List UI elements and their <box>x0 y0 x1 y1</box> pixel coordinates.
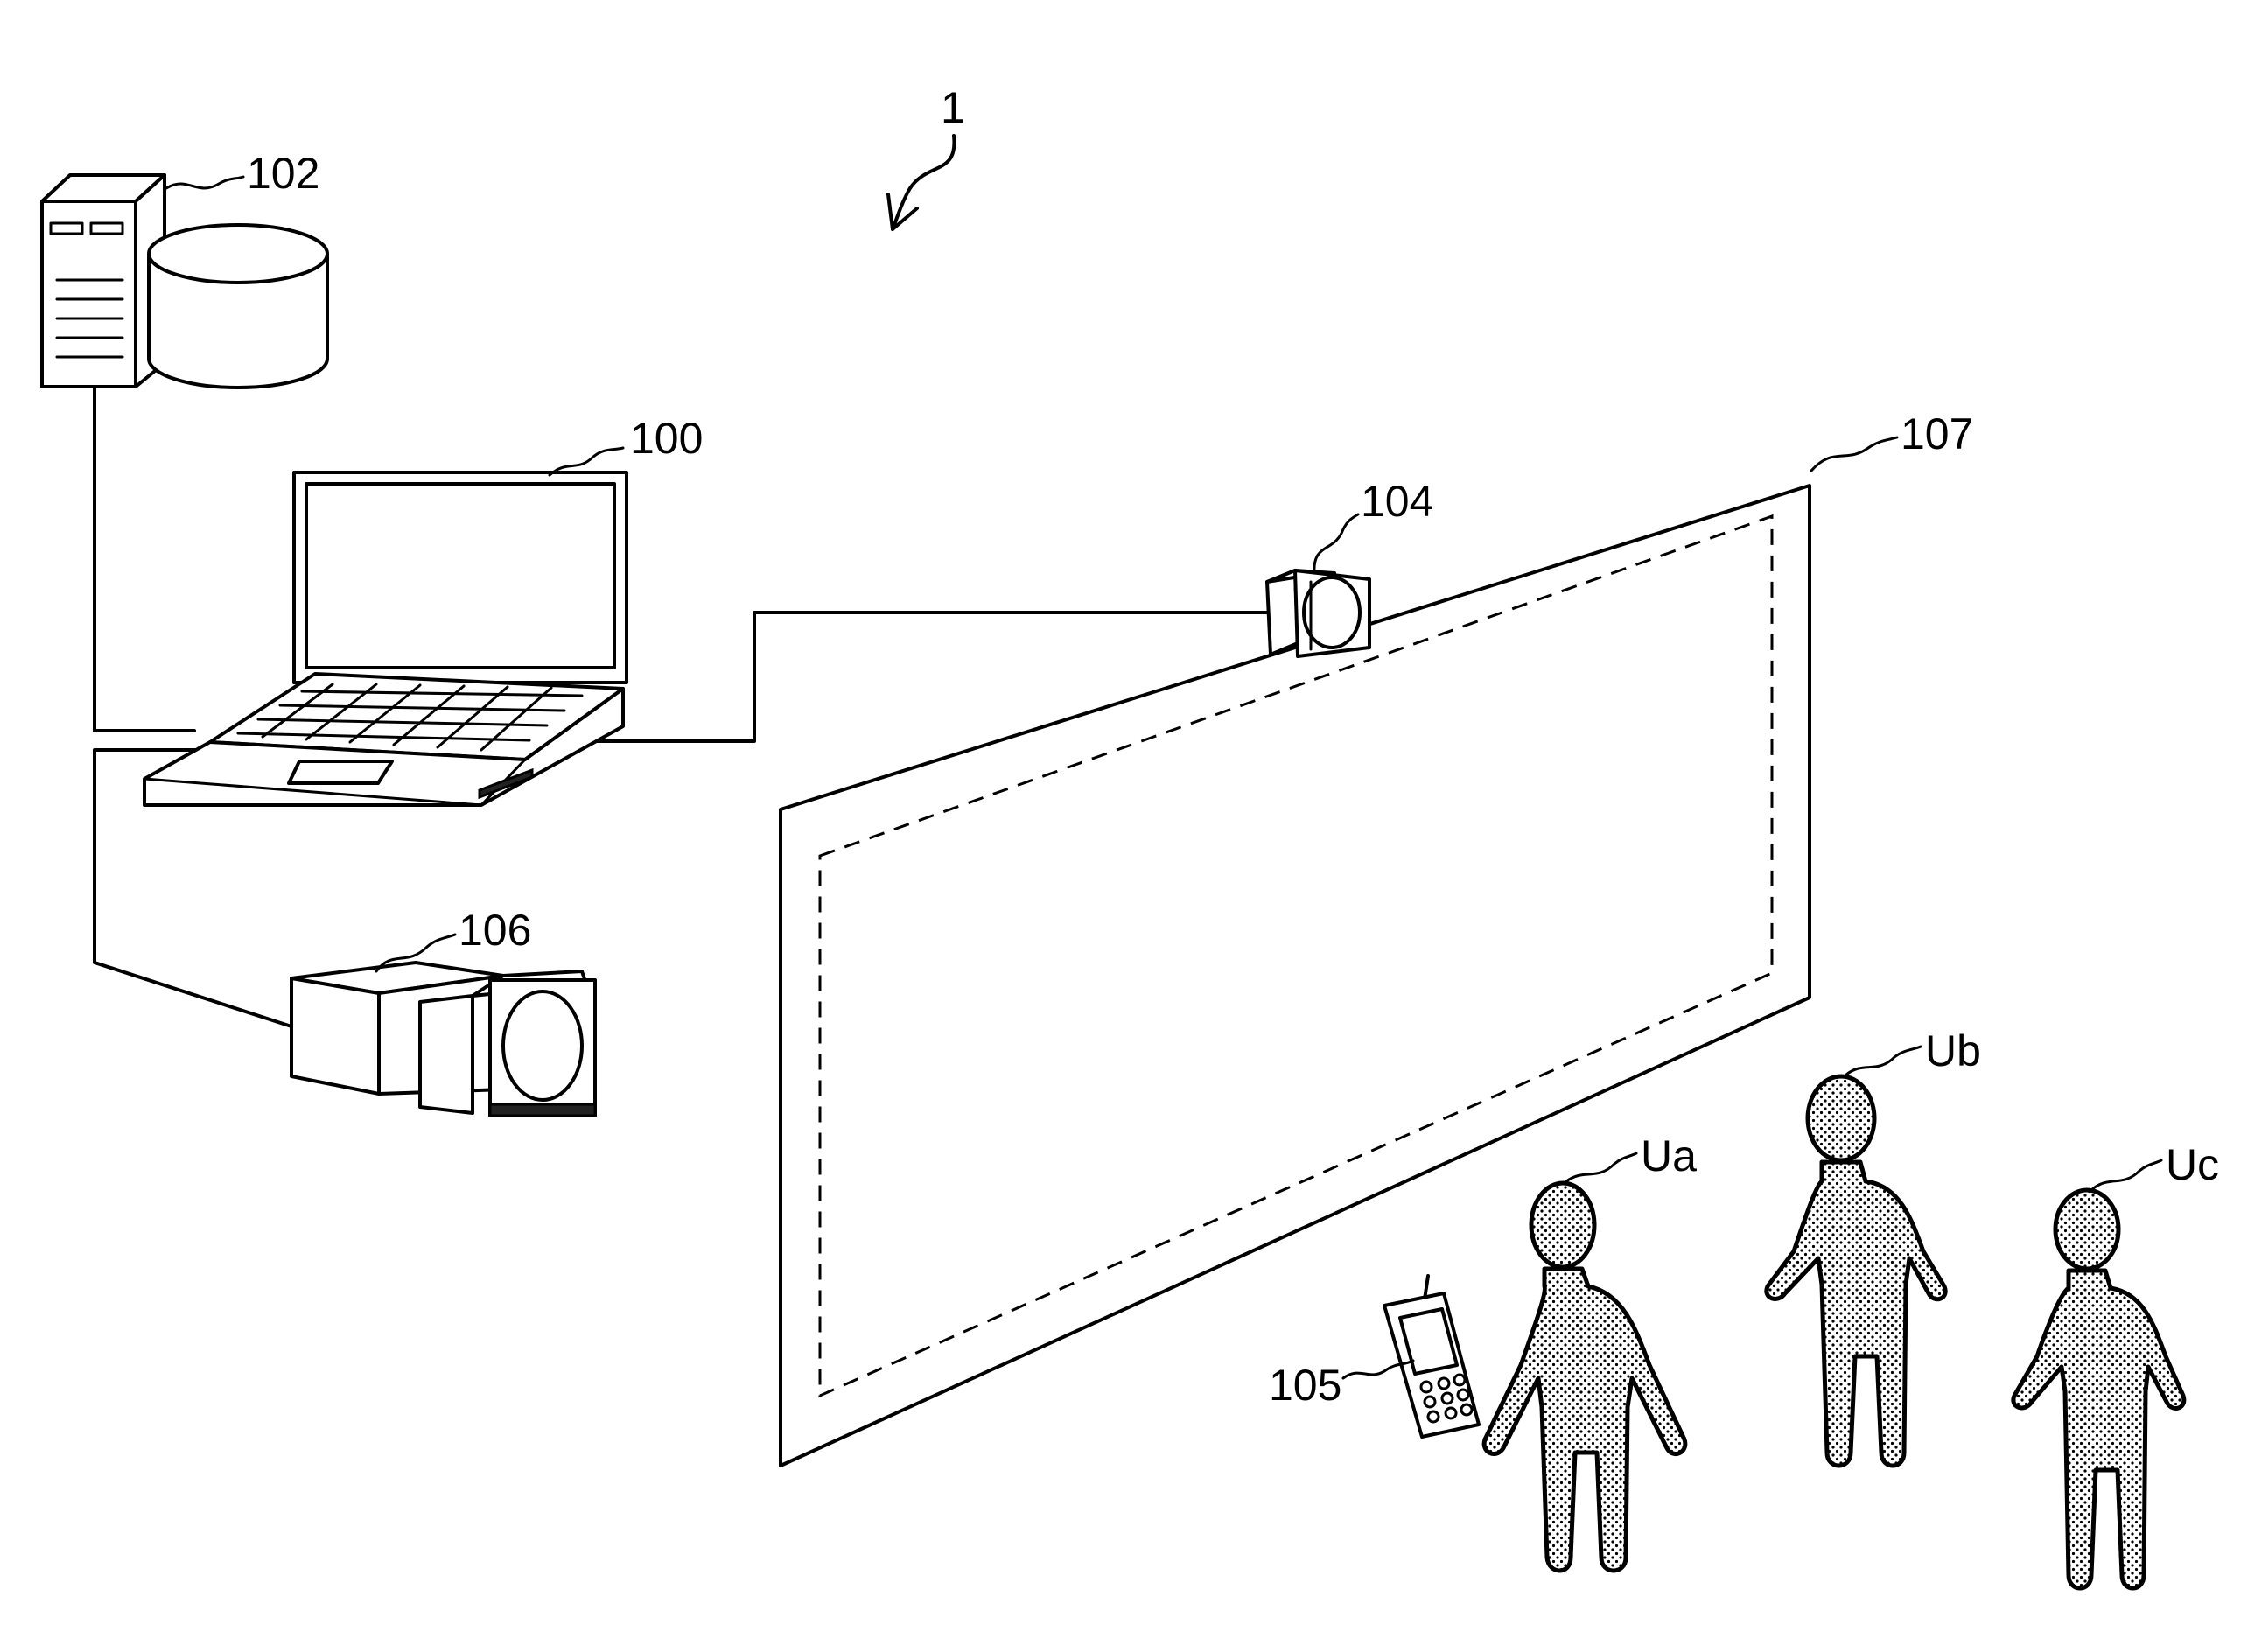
user-c-body <box>2013 1270 2184 1588</box>
phone-label: 105 <box>1269 1361 1341 1410</box>
sensor-camera-side <box>1267 570 1298 654</box>
user-b-label: Ub <box>1925 1026 1981 1075</box>
user-a-body <box>1484 1269 1685 1571</box>
screen-leader-line <box>1811 438 1897 471</box>
user-a-label: Ua <box>1641 1131 1697 1180</box>
mobile-phone: 105 <box>1269 1276 1479 1437</box>
user-b-head <box>1808 1076 1874 1160</box>
server-leader-line <box>166 177 243 188</box>
system-reference: 1 <box>888 83 965 229</box>
system-label: 1 <box>941 83 965 132</box>
projector-lens-housing <box>420 996 473 1113</box>
projector-lens-base <box>490 1104 595 1116</box>
user-c-label: Uc <box>2166 1140 2219 1189</box>
user-a-figure: Ua <box>1484 1131 1697 1571</box>
laptop-screen <box>306 484 614 668</box>
screen-label: 107 <box>1901 410 1973 458</box>
user-b-body <box>1767 1162 1945 1466</box>
user-a-head <box>1531 1183 1594 1267</box>
wire-server-laptop <box>95 387 194 731</box>
user-a-leader-line <box>1566 1153 1636 1181</box>
projection-screen: 107 <box>781 410 1973 1466</box>
sensor-camera-label: 104 <box>1361 477 1433 526</box>
system-arrow <box>893 136 954 229</box>
user-c-leader-line <box>2091 1160 2161 1190</box>
user-b-figure: Ub <box>1767 1026 1981 1466</box>
laptop: 100 <box>144 414 703 805</box>
sensor-camera-leader-line <box>1314 514 1358 573</box>
projector-body-side <box>291 978 379 1094</box>
sensor-camera-lens <box>1304 578 1360 648</box>
server-with-database: 102 <box>42 149 327 388</box>
projector-lens <box>503 991 582 1100</box>
projector-label: 106 <box>459 906 531 955</box>
projector: 106 <box>291 906 595 1116</box>
server-label: 102 <box>247 149 319 198</box>
laptop-label: 100 <box>630 414 703 463</box>
user-c-figure: Uc <box>2013 1140 2219 1588</box>
database-cylinder-top <box>149 225 327 283</box>
user-b-leader-line <box>1846 1046 1921 1074</box>
laptop-touchpad <box>289 761 392 783</box>
user-c-head <box>2055 1190 2118 1269</box>
